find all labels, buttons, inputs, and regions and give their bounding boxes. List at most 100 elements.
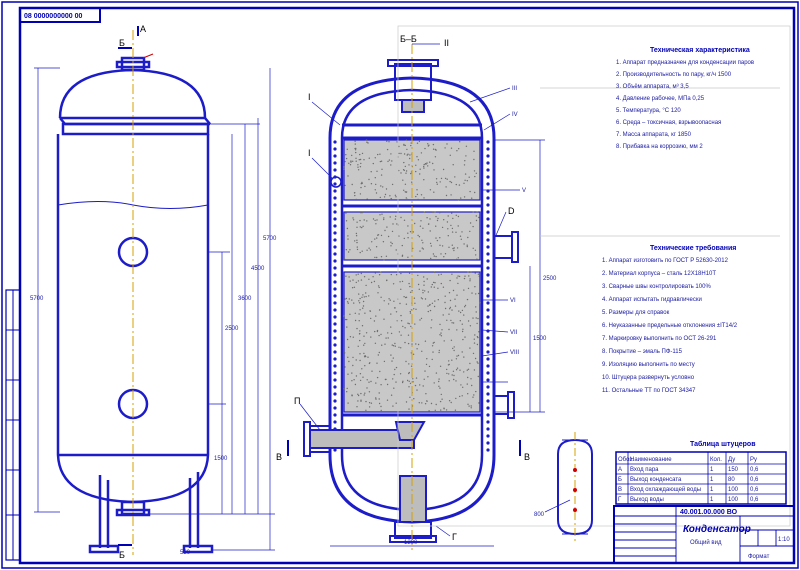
nozzle-table-cell: 0,6 [750, 477, 759, 483]
packing-speck [439, 400, 442, 403]
insulation-dot [333, 238, 337, 242]
packing-speck [370, 402, 373, 404]
insulation-dot [333, 259, 337, 263]
insulation-dot [486, 399, 490, 403]
insulation-dot [333, 280, 337, 284]
packing-speck [361, 325, 364, 327]
packing-speck [467, 236, 469, 239]
packing-speck [356, 226, 358, 228]
packing-speck [345, 154, 347, 156]
packing-speck [456, 258, 458, 260]
packing-speck [386, 148, 389, 151]
packing-speck [359, 153, 361, 156]
nozzle-table-grid [616, 452, 786, 504]
insulation-dot [486, 301, 490, 305]
packing-speck [455, 358, 458, 360]
packing-speck [410, 172, 412, 175]
packing-speck [413, 297, 416, 299]
packing-speck [363, 296, 365, 298]
nozzle-table-header: Ду [728, 457, 735, 463]
packing-speck [439, 212, 441, 214]
packing-speck [380, 160, 383, 162]
packing-speck [401, 255, 404, 257]
packing-speck [438, 380, 440, 383]
arrow-label-v-right: В [524, 452, 530, 462]
insulation-dot [486, 413, 490, 417]
nozzle-table-cell: А [618, 467, 622, 473]
packing-speck [436, 219, 439, 222]
packing-speck [433, 255, 435, 257]
packing-speck [357, 169, 360, 171]
packing-speck [347, 402, 349, 404]
insulation-dot [486, 147, 490, 151]
packing-speck [464, 306, 466, 308]
insulated-shell [328, 76, 496, 524]
packing-speck [398, 346, 400, 348]
packing-speck [366, 249, 368, 251]
packing-speck [383, 360, 386, 363]
packing-speck [417, 274, 419, 277]
packing-speck [356, 327, 358, 330]
packing-speck [438, 274, 440, 276]
packing-speck [347, 235, 349, 237]
insulation-dot [486, 364, 490, 368]
packing-speck [423, 163, 425, 166]
packing-speck [354, 319, 357, 322]
packing-speck [453, 346, 455, 348]
packing-speck [433, 271, 436, 274]
packing-speck [389, 299, 391, 301]
packing-speck [363, 344, 365, 346]
packing-speck [376, 362, 378, 364]
section-marks [118, 26, 139, 546]
packing-speck [360, 272, 362, 275]
packing-speck [419, 225, 422, 227]
packing-speck [416, 156, 418, 158]
packing-speck [458, 310, 460, 312]
packing-speckle [343, 139, 481, 412]
packing-speck [357, 393, 359, 395]
packing-speck [381, 213, 383, 215]
packing-speck [451, 359, 453, 361]
packing-speck [463, 371, 465, 373]
packing-speck [389, 195, 391, 197]
packing-speck [410, 325, 412, 328]
packing-speck [370, 171, 372, 173]
packing-speck [470, 378, 472, 380]
packing-speck [357, 273, 359, 275]
packing-speck [416, 142, 419, 144]
packing-speck [355, 359, 357, 361]
packing-speck [381, 168, 383, 170]
packing-speck [349, 249, 351, 251]
insulation-dot [333, 406, 337, 410]
packing-speck [464, 336, 466, 338]
nozzle-label-p: П [294, 396, 300, 406]
packing-speck [394, 345, 396, 347]
packing-speck [390, 354, 392, 356]
dim-left-e: 5700 [263, 236, 277, 242]
insulation-dot [333, 294, 337, 298]
nozzle-table-header: Обоз. [618, 457, 634, 463]
insulation-dot [333, 147, 337, 151]
packing-speck [398, 145, 400, 148]
insulation-dot [333, 413, 337, 417]
packing-speck [449, 299, 452, 302]
packing-speck [400, 272, 402, 275]
packing-speck [358, 159, 360, 161]
packing-speck [421, 402, 423, 404]
insulation-dot [333, 161, 337, 165]
packing-speck [403, 153, 406, 155]
callout-8: VIII [510, 350, 519, 356]
packing-speck [392, 378, 394, 380]
packing-speck [418, 402, 420, 404]
packing-speck [438, 351, 440, 354]
packing-speck [343, 258, 346, 260]
packing-speck [346, 391, 348, 393]
packing-speck [360, 212, 362, 214]
tech-spec-line: 1. Аппарат предназначен для конденсации … [616, 60, 754, 66]
packing-speck [459, 141, 461, 143]
insulation-dot [486, 385, 490, 389]
packing-speck [444, 253, 447, 255]
packing-speck [391, 183, 394, 186]
packing-speck [386, 140, 388, 142]
